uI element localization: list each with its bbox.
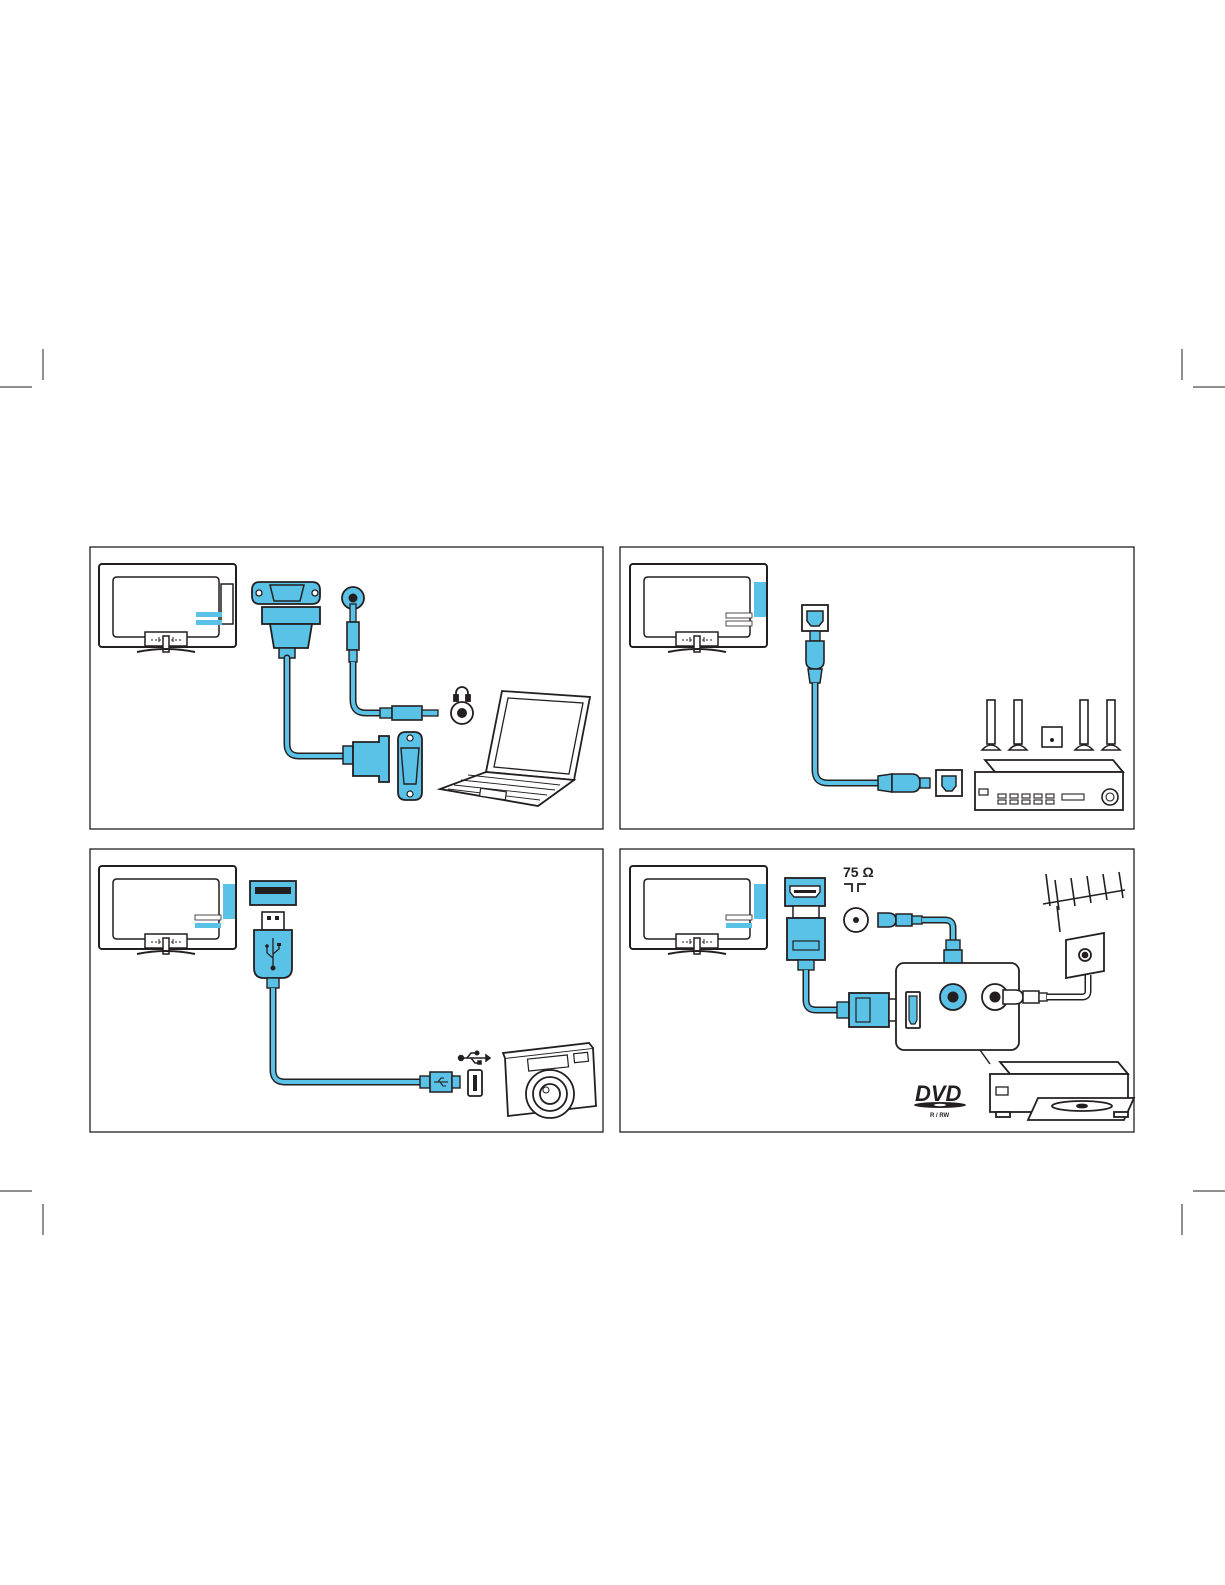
wall-socket-icon bbox=[1066, 933, 1104, 978]
dvd-input-panel bbox=[896, 963, 1019, 1050]
camera-icon bbox=[503, 1043, 596, 1118]
hdmi-port-icon bbox=[906, 992, 920, 1028]
svg-text:75 Ω: 75 Ω bbox=[843, 864, 874, 880]
optical-port-icon bbox=[936, 770, 962, 796]
panel-pc-connection bbox=[90, 547, 603, 829]
subwoofer-icon bbox=[1042, 727, 1062, 747]
panel-usb-connection bbox=[90, 849, 603, 1132]
optical-port-icon bbox=[802, 605, 828, 631]
usb-port-icon bbox=[468, 1070, 482, 1096]
usb-port-icon bbox=[250, 881, 296, 905]
dvd-recorder-icon bbox=[990, 1062, 1134, 1120]
vga-port-icon bbox=[252, 582, 320, 604]
panel-optical-audio-connection bbox=[620, 547, 1134, 829]
hdmi-port-icon bbox=[785, 878, 825, 906]
av-receiver-icon bbox=[975, 760, 1123, 810]
tv-back-icon bbox=[630, 866, 767, 954]
svg-text:R / RW: R / RW bbox=[930, 1113, 950, 1119]
panel-hdmi-antenna-connection: 75 Ω bbox=[620, 849, 1134, 1132]
coax-port-icon bbox=[940, 984, 966, 1010]
audio-jack-port-icon bbox=[451, 702, 473, 724]
tv-back-icon bbox=[99, 866, 236, 954]
tv-back-icon bbox=[99, 564, 236, 652]
tv-back-icon bbox=[630, 564, 767, 652]
vga-port-icon bbox=[398, 732, 422, 800]
coax-port-icon bbox=[844, 908, 868, 932]
